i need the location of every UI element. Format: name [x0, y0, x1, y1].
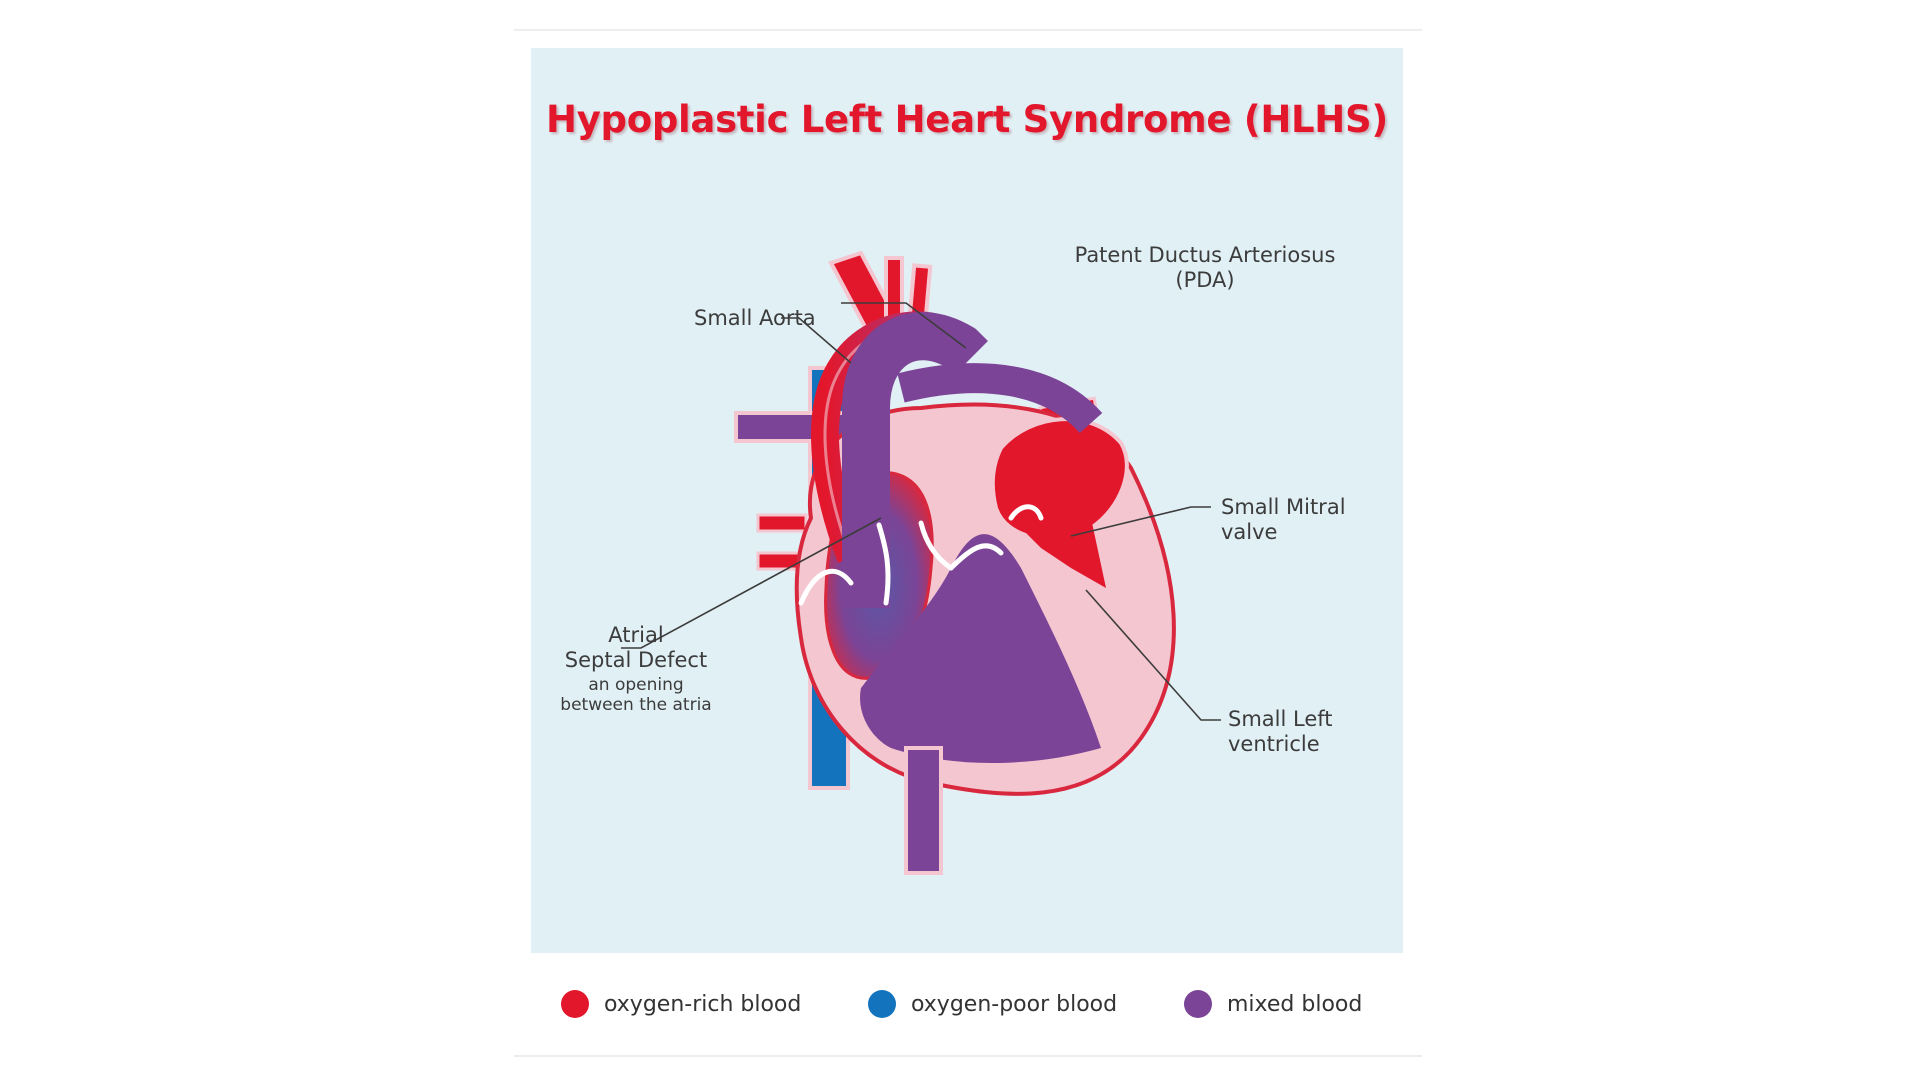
legend-item-mixed: mixed blood [1184, 988, 1362, 1020]
mixed-swatch [1184, 990, 1212, 1018]
lv-label-line2: ventricle [1228, 732, 1320, 756]
pda-label-line2: (PDA) [1175, 268, 1235, 292]
asd-label: Atrial Septal Defect [556, 623, 716, 673]
pulmonary-trunk [842, 312, 988, 608]
right-ventricle [860, 534, 1101, 763]
small-aorta-label: Small Aorta [694, 306, 816, 330]
diagram-title: Hypoplastic Left Heart Syndrome (HLHS) [546, 98, 1388, 141]
pda-label-line1: Patent Ductus Arteriosus [1074, 243, 1336, 267]
asd-desc-line1: an opening [588, 675, 684, 695]
pda-leader [841, 302, 967, 349]
lv-label-line1: Small Left [1228, 707, 1333, 731]
left-ventricle-label: Small Left ventricle [1228, 707, 1333, 757]
mitral-leader [1070, 506, 1211, 537]
asd-description: an opening between the atria [546, 675, 726, 715]
right-pulmonary-artery [897, 363, 1103, 434]
mitral-valve-label: Small Mitral valve [1221, 495, 1346, 545]
heart-illustration [621, 250, 1221, 875]
asd-label-line1: Atrial [608, 623, 664, 647]
lv-leader [1085, 589, 1221, 721]
descending-aorta [904, 746, 943, 875]
hlhs-diagram: Hypoplastic Left Heart Syndrome (HLHS) P… [531, 48, 1403, 953]
mitral-label-line2: valve [1221, 520, 1278, 544]
valves [798, 504, 1044, 606]
bottom-divider [514, 1055, 1422, 1057]
top-divider [514, 29, 1422, 31]
small-aorta-leader [781, 317, 852, 364]
leader-lines [621, 302, 1221, 721]
oxygen-poor-swatch [868, 990, 896, 1018]
legend-label: mixed blood [1227, 991, 1363, 1017]
small-left-ventricle [1021, 518, 1106, 588]
pda-label: Patent Ductus Arteriosus (PDA) [1060, 243, 1350, 293]
legend-item-oxygen-poor: oxygen-poor blood [868, 988, 1117, 1020]
asd-desc-line2: between the atria [560, 695, 712, 715]
legend-item-oxygen-rich: oxygen-rich blood [561, 988, 801, 1020]
legend-label: oxygen-rich blood [604, 991, 802, 1017]
oxygen-rich-swatch [561, 990, 589, 1018]
asd-label-line2: Septal Defect [564, 648, 708, 672]
asd-leader [621, 517, 882, 649]
mitral-label-line1: Small Mitral [1221, 495, 1346, 519]
legend-label: oxygen-poor blood [911, 991, 1118, 1017]
